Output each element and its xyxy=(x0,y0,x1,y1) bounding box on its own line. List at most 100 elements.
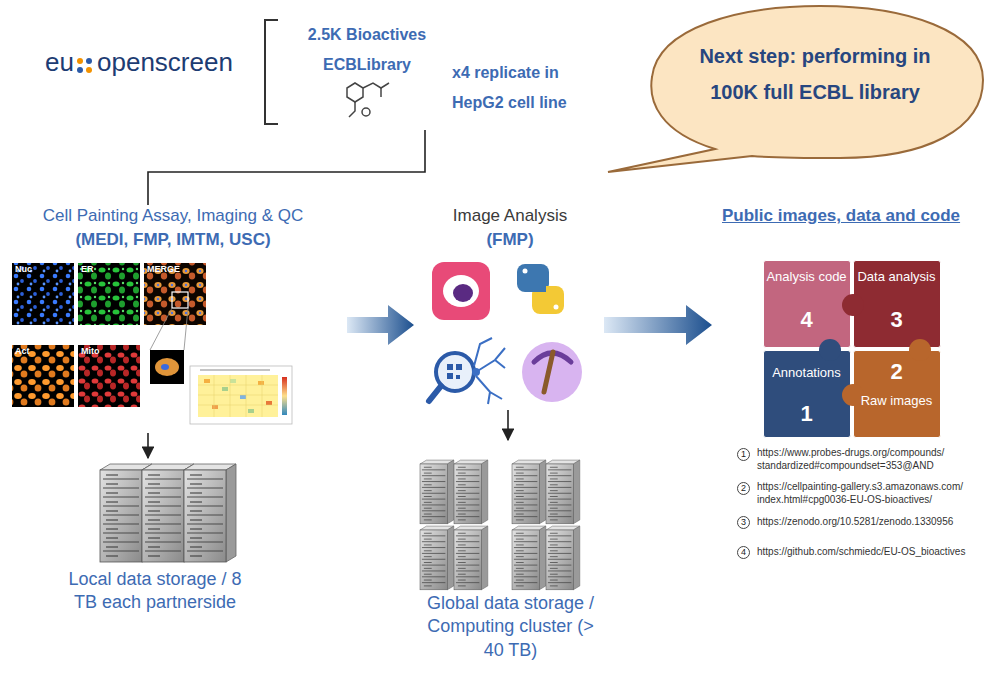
link-url: https://cellpainting-gallery.s3.amazonaw… xyxy=(757,480,989,506)
cluster-servers xyxy=(512,526,546,590)
micrograph-panels xyxy=(144,263,206,325)
callout-number: 4 xyxy=(737,546,750,559)
micrograph-panels xyxy=(155,358,179,376)
logo-text: eu xyxy=(45,47,74,78)
cluster-servers xyxy=(420,526,454,590)
puzzle-piece: Data analysis 3 xyxy=(853,260,941,348)
cellprofiler-icon xyxy=(432,262,490,320)
node-text: Image Analysis xyxy=(420,205,600,228)
cluster-servers xyxy=(420,460,580,590)
logo-dots xyxy=(77,58,92,73)
cluster-servers xyxy=(454,526,488,590)
puzzle-knob xyxy=(909,339,931,361)
micrograph-panels xyxy=(150,308,172,350)
heatmap xyxy=(190,366,292,424)
micrograph-panels xyxy=(172,292,188,308)
molecule-icon xyxy=(349,102,355,117)
python-icon xyxy=(523,269,528,274)
node-subtext: 3 xyxy=(856,307,937,333)
local-servers xyxy=(100,464,236,562)
cluster-servers xyxy=(420,460,454,524)
channel-label: MERGE xyxy=(147,265,180,275)
image-search-icon xyxy=(447,373,453,379)
node-text: Cell Painting Assay, Imaging & QC xyxy=(3,205,343,228)
channel-label: ER xyxy=(81,265,94,275)
node-text: Data analysis xyxy=(856,269,937,285)
micrograph-panels xyxy=(12,263,74,325)
connector-line xyxy=(148,130,425,205)
node-text: Global data storage / Computing cluster … xyxy=(423,592,598,662)
micrograph-panels xyxy=(184,308,188,350)
cellprofiler-icon xyxy=(443,275,479,307)
logo-dots xyxy=(77,58,83,64)
logo-text: openscreen xyxy=(97,47,233,78)
micrograph-panels xyxy=(12,345,74,407)
bracket xyxy=(265,20,278,124)
node-subtext: 2 xyxy=(856,359,937,385)
link-url: https://www.probes-drugs.org/compounds/ … xyxy=(757,446,989,472)
node-text: 2.5K Bioactives ECBLibrary xyxy=(287,20,447,81)
cluster-servers xyxy=(546,526,580,590)
stage-panel: Public images, data and codeAnalysis cod… xyxy=(718,205,993,445)
bracket xyxy=(262,18,282,130)
callout-number: 1 xyxy=(737,448,750,461)
image-search-icon xyxy=(456,375,460,379)
puzzle-piece: Analysis code 4 xyxy=(763,260,851,348)
node-subtext: 4 xyxy=(766,307,847,333)
cluster-servers xyxy=(512,460,546,524)
molecule-icon xyxy=(363,83,389,88)
micrograph-panels xyxy=(12,263,74,325)
molecule-icon xyxy=(347,83,363,102)
connector-line xyxy=(507,410,509,440)
puzzle-piece: Raw images2 xyxy=(853,350,941,438)
speech-bubble-shape xyxy=(608,6,983,172)
node-text: Public images, data and code xyxy=(722,205,990,228)
heatmap xyxy=(240,395,246,399)
connector-line xyxy=(147,433,149,458)
stage-panel: Cell Painting Assay, Imaging & QC(MEDI, … xyxy=(3,205,343,430)
cellprofiler-icon xyxy=(432,262,490,320)
storage-box: Local data storage / 8 TB each partnersi… xyxy=(40,460,270,625)
storage-box: Global data storage / Computing cluster … xyxy=(405,442,615,672)
python-icon xyxy=(554,305,559,310)
heatmap xyxy=(204,379,210,383)
library-bracket: 2.5K Bioactives ECBLibraryx4 replicate i… xyxy=(262,18,622,130)
image-search-icon xyxy=(447,364,453,370)
puzzle-knob xyxy=(842,294,864,316)
heatmap xyxy=(200,370,270,371)
node-subtext: (MEDI, FMP, IMTM, USC) xyxy=(3,229,343,252)
pickaxe-icon xyxy=(522,342,582,402)
local-servers xyxy=(184,464,236,562)
python-icon xyxy=(528,284,546,292)
heatmap xyxy=(248,409,254,413)
logo-dots xyxy=(86,67,92,73)
heatmap xyxy=(230,379,236,383)
stage-panel: Image Analysis(FMP) xyxy=(420,205,600,407)
puzzle-knob xyxy=(819,339,841,361)
puzzle-knob xyxy=(842,384,864,406)
speech-bubble: Next step: performing in 100K full ECBL … xyxy=(640,2,990,162)
link-url: https://github.com/schmiedc/EU-OS_bioact… xyxy=(757,545,989,558)
python-icon xyxy=(517,264,564,314)
node-text: Analysis code xyxy=(766,269,847,285)
flow-arrow xyxy=(604,305,712,345)
cluster-servers xyxy=(546,460,580,524)
molecule-icon xyxy=(362,108,370,116)
channel-label: Mito xyxy=(81,347,100,357)
puzzle-piece: Annotations1 xyxy=(763,350,851,438)
molecule-icon xyxy=(347,83,389,117)
python-icon xyxy=(517,264,549,292)
image-search-icon xyxy=(472,368,480,376)
image-search-icon xyxy=(456,364,462,370)
heatmap xyxy=(222,387,228,391)
heatmap xyxy=(198,375,278,417)
pickaxe-icon xyxy=(522,342,582,402)
heatmap xyxy=(258,381,264,385)
cluster-servers xyxy=(454,460,488,524)
micrograph-panels xyxy=(78,263,140,325)
micrograph-panels xyxy=(78,345,140,407)
node-text: Annotations xyxy=(766,365,847,381)
callout-number: 3 xyxy=(737,516,750,529)
micrograph-panels xyxy=(78,345,140,407)
